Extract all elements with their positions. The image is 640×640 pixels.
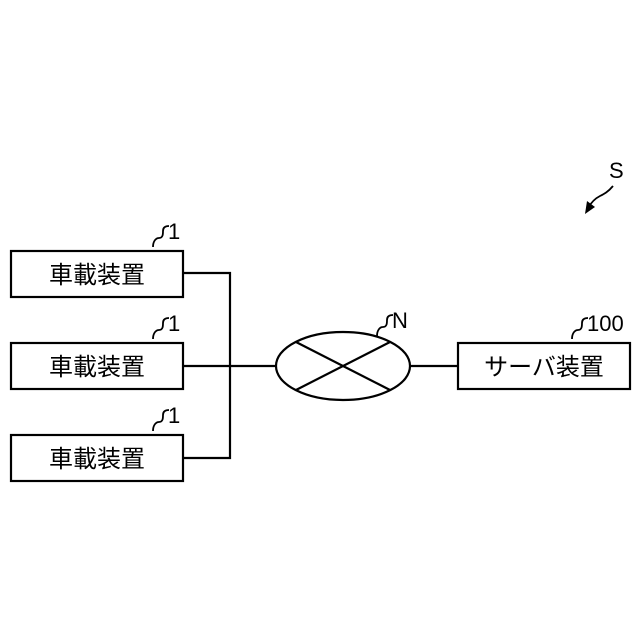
in-vehicle-device-2: 車載装置 1 — [11, 311, 183, 389]
network: N — [276, 308, 410, 400]
ref-leader-line — [153, 318, 169, 339]
in-vehicle-device-1: 車載装置 1 — [11, 219, 183, 297]
device-label: 車載装置 — [49, 445, 145, 473]
device-label: 車載装置 — [49, 353, 145, 381]
arrow-head-icon — [585, 201, 595, 214]
in-vehicle-device-3: 車載装置 1 — [11, 403, 183, 481]
ref-leader-line — [377, 315, 393, 336]
ref-leader-line — [572, 318, 588, 339]
ref-leader-line — [153, 410, 169, 431]
server-device: サーバ装置 100 — [458, 311, 630, 389]
device-label: 車載装置 — [49, 261, 145, 289]
device-ref-label: 1 — [168, 311, 180, 336]
network-ref-label: N — [392, 308, 408, 333]
system-ref: S — [585, 158, 624, 214]
device-ref-label: 1 — [168, 219, 180, 244]
ref-leader-line — [153, 226, 169, 247]
server-label: サーバ装置 — [484, 353, 604, 381]
server-ref-label: 100 — [587, 311, 624, 336]
system-ref-label: S — [609, 158, 624, 183]
device-ref-label: 1 — [168, 403, 180, 428]
